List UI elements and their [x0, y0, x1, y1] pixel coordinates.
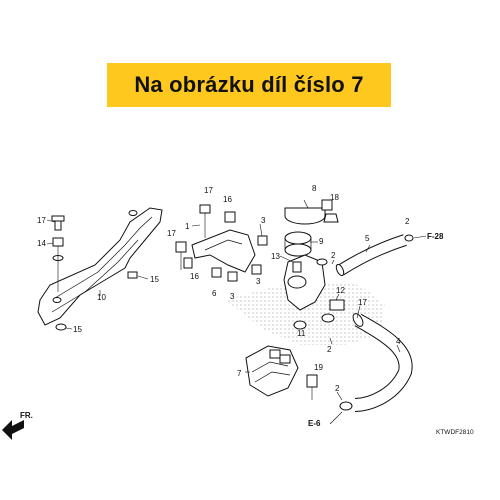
- clamp-band: [284, 199, 339, 225]
- callout-2: 2: [335, 384, 340, 393]
- callout-7: 7: [237, 369, 242, 378]
- callout-3: 3: [256, 277, 261, 286]
- callout-6: 6: [212, 289, 217, 298]
- callout-11: 11: [297, 329, 306, 338]
- callout-1: 1: [185, 222, 190, 231]
- air-injection-valve: [283, 254, 345, 330]
- callout-16: 16: [190, 272, 199, 281]
- callout-19: 19: [314, 363, 323, 372]
- reed-valve-bracket: [245, 345, 318, 400]
- air-filter-cap: [284, 231, 312, 257]
- heat-shield: [37, 207, 163, 326]
- callout-2: 2: [327, 345, 332, 354]
- left-fasteners: [51, 215, 138, 331]
- callout-10: 10: [97, 293, 106, 302]
- callout-15: 15: [73, 325, 82, 334]
- diagram-code: KTWDF2810: [436, 429, 474, 436]
- front-arrow-icon: FR.: [2, 411, 33, 440]
- ref-f28: F-28: [427, 232, 444, 241]
- callout-8: 8: [312, 184, 317, 193]
- bracket-assembly: [175, 204, 268, 282]
- callout-14: 14: [37, 239, 46, 248]
- callout-18: 18: [330, 193, 339, 202]
- callout-17: 17: [204, 186, 213, 195]
- callout-2: 2: [405, 217, 410, 226]
- callout-17: 17: [358, 298, 367, 307]
- callout-16: 16: [223, 195, 232, 204]
- callout-15: 15: [150, 275, 159, 284]
- callout-4: 4: [396, 337, 401, 346]
- callout-5: 5: [365, 234, 370, 243]
- callout-13: 13: [271, 252, 280, 261]
- callout-17: 17: [167, 229, 176, 238]
- callout-9: 9: [319, 237, 324, 246]
- front-label: FR.: [20, 411, 33, 420]
- callout-3: 3: [230, 292, 235, 301]
- callout-12: 12: [336, 286, 345, 295]
- air-hose-lower: [339, 313, 413, 412]
- banner-text: Na obrázku díl číslo 7: [134, 72, 364, 97]
- leader-lines: [46, 199, 427, 425]
- part-number-banner: Na obrázku díl číslo 7: [107, 63, 391, 107]
- engine-silhouette: [225, 280, 385, 345]
- callout-17: 17: [37, 216, 46, 225]
- callout-2: 2: [331, 251, 336, 260]
- ref-e6: E-6: [308, 419, 321, 428]
- callout-3: 3: [261, 216, 266, 225]
- air-hose-upper: [335, 234, 414, 277]
